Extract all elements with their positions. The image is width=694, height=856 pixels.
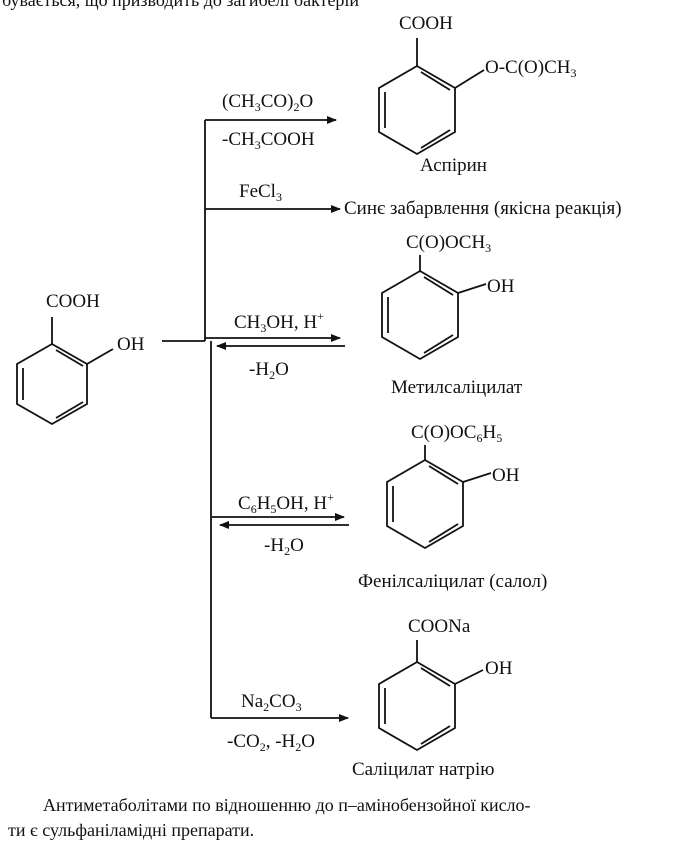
start-cooh-label: COOH: [46, 291, 100, 312]
methyl-top-group: C(O)OCH3: [406, 232, 492, 255]
phenyl-oh-label: OH: [492, 465, 520, 486]
paragraph-line-2: ти є сульфаніламідні препарати.: [8, 820, 255, 840]
top-text-fragment: бувається, що призводить до загибелі бак…: [2, 0, 360, 10]
sodium-salicylate-ring: [378, 640, 484, 752]
aspirin-reagent: (CH3CO)2O: [222, 91, 314, 114]
phenyl-reagent: C6H5OH, H+: [238, 490, 334, 516]
paragraph-line-1: Антиметаболітами по відношенню до п–амін…: [43, 795, 531, 815]
aspirin-top-group: COOH: [399, 13, 453, 34]
start-oh-label: OH: [117, 334, 145, 355]
phenyl-name: Фенілсаліцилат (салол): [358, 571, 548, 592]
sodium-reagent: Na2CO3: [241, 691, 302, 714]
methyl-oh-label: OH: [487, 276, 515, 297]
aspirin-name: Аспірин: [420, 155, 487, 176]
methyl-byproduct: -H2O: [249, 359, 289, 382]
sodium-byproduct: -CO2, -H2O: [227, 731, 316, 754]
methyl-name: Метилсаліцилат: [391, 377, 523, 398]
phenyl-top-group: C(O)OC6H5: [411, 422, 503, 445]
sodium-oh-label: OH: [485, 658, 513, 679]
aspirin-ring: [378, 38, 485, 156]
aspirin-byproduct: -CH3COOH: [222, 129, 315, 152]
methyl-reagent: CH3OH, H+: [234, 309, 324, 335]
sodium-top-group: COONa: [408, 616, 471, 637]
fecl3-result: Синє забарвлення (якісна реакція): [344, 198, 622, 219]
methyl-salicylate-ring: [381, 255, 487, 361]
phenyl-salicylate-ring: [386, 445, 492, 550]
phenyl-byproduct: -H2O: [264, 535, 304, 558]
salicylic-acid-ring: [16, 317, 114, 426]
fecl3-reagent: FeCl3: [239, 181, 282, 204]
sodium-name: Саліцилат натрію: [352, 759, 495, 780]
aspirin-side-group: O-C(O)CH3: [485, 57, 577, 80]
